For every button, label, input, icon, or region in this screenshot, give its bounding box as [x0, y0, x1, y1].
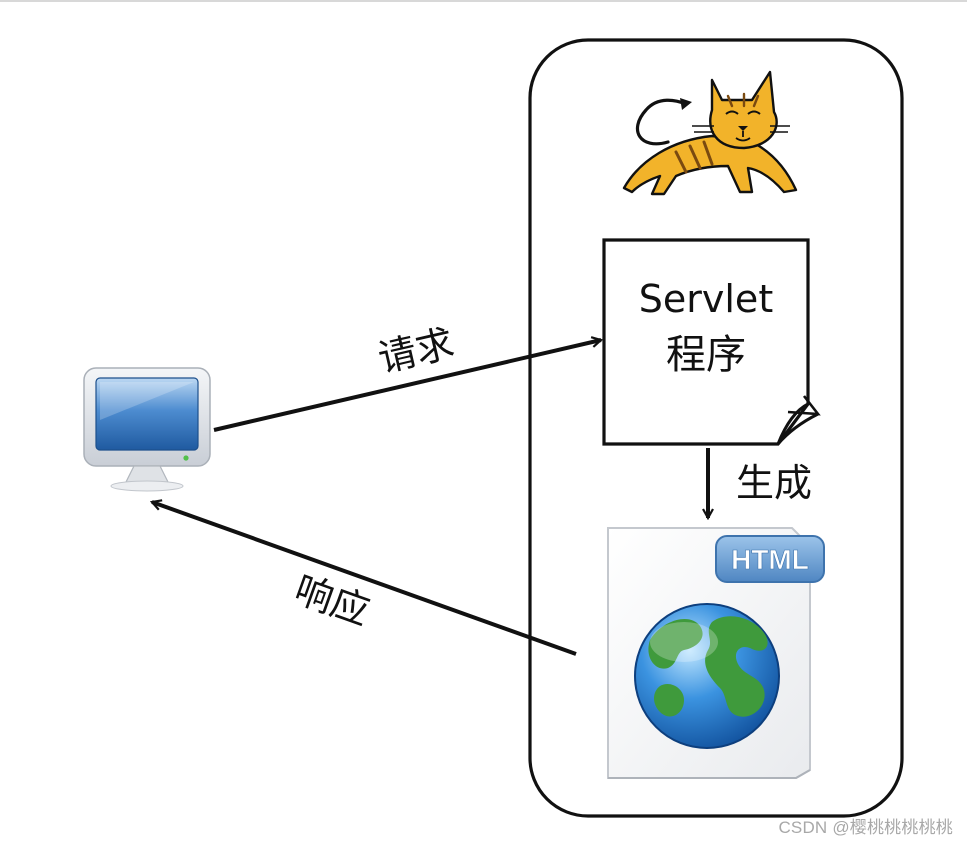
html-badge-label: HTML [731, 544, 809, 575]
servlet-label-line1: Servlet [639, 277, 773, 321]
client-computer [83, 367, 211, 492]
response-arrow [152, 502, 577, 656]
computer-monitor-icon [83, 367, 211, 492]
html-badge [715, 535, 825, 583]
request-label: 请求 [374, 321, 458, 381]
servlet-document: Servlet 程序 [602, 238, 821, 446]
tomcat-logo [622, 70, 798, 196]
globe-icon [634, 603, 780, 749]
top-divider [0, 0, 967, 2]
servlet-label-line2: 程序 [666, 332, 746, 378]
generate-label: 生成 [736, 461, 812, 505]
request-arrow [213, 340, 601, 432]
html-page-icon: HTML [607, 527, 825, 779]
csdn-watermark: CSDN @樱桃桃桃桃桃 [778, 818, 953, 837]
